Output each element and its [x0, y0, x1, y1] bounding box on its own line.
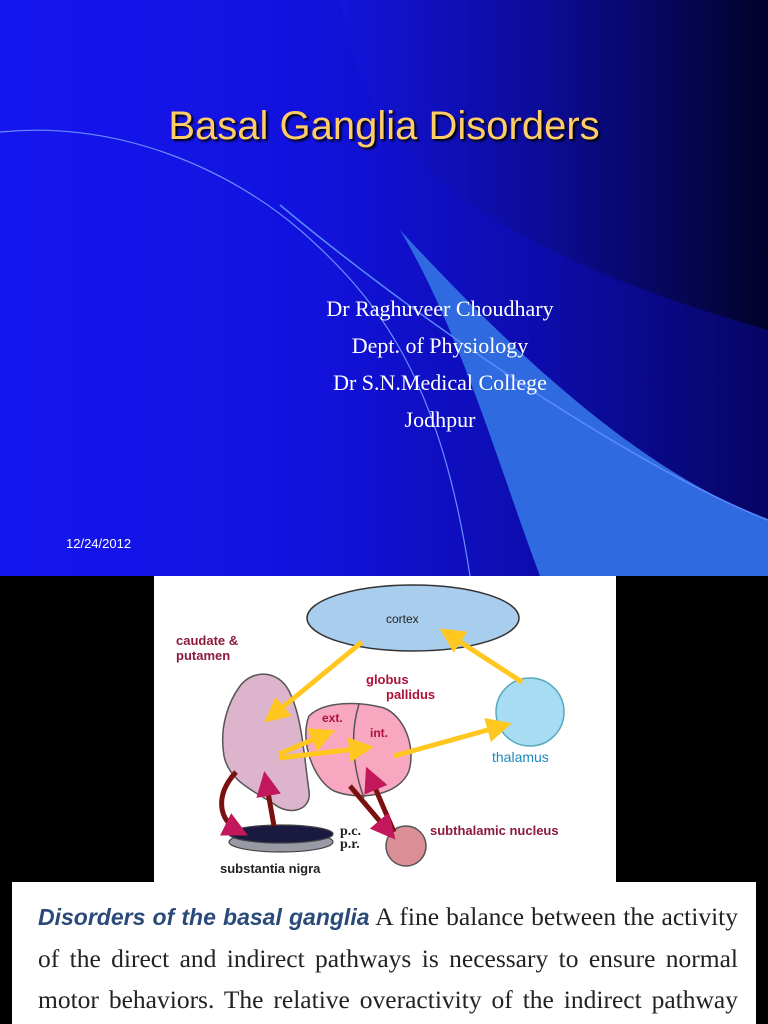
author-block: Dr Raghuveer Choudhary Dept. of Physiolo… [290, 290, 590, 438]
int-to-thalamus-arrow [393, 717, 512, 759]
globus-label-line2: pallidus [386, 687, 436, 702]
slide-date: 12/24/2012 [66, 536, 132, 551]
excerpt-paragraph: Disorders of the basal ganglia A fine ba… [38, 896, 738, 1024]
caudate-to-int-arrow [278, 737, 374, 763]
pc-label: p.c. [340, 824, 361, 839]
thalamus-shape [495, 677, 565, 747]
caudate-to-nigra-arrow [219, 770, 248, 836]
author-department: Dept. of Physiology [351, 333, 529, 358]
nigra-to-caudate-arrow [256, 771, 281, 827]
title-slide: Basal Ganglia Disorders Dr Raghuveer Cho… [0, 0, 768, 576]
cortex-to-caudate-arrow [264, 640, 364, 723]
text-excerpt: Disorders of the basal ganglia A fine ba… [12, 882, 756, 1024]
pr-label: p.r. [340, 837, 360, 852]
subthalamic-nucleus-shape [385, 825, 427, 867]
ext-label: ext. [322, 711, 343, 725]
int-label: int. [370, 726, 388, 740]
author-city: Jodhpur [404, 407, 476, 432]
globus-label-line1: globus [366, 672, 409, 687]
gp-to-stn-arrow [348, 784, 396, 840]
substantia-nigra-label: substantia nigra [220, 861, 321, 876]
caudate-to-ext-arrow [278, 728, 336, 757]
thalamus-label: thalamus [492, 749, 549, 765]
caudate-label-line1: caudate & [176, 633, 239, 648]
excerpt-heading: Disorders of the basal ganglia [38, 904, 370, 930]
diagram-drawing [219, 584, 565, 867]
author-college: Dr S.N.Medical College [333, 370, 547, 395]
thalamus-to-cortex-arrow [439, 628, 524, 685]
excerpt-body: A fine balance between the activity of t… [38, 902, 739, 1014]
subthalamic-label: subthalamic nucleus [430, 823, 559, 838]
author-name: Dr Raghuveer Choudhary [326, 296, 554, 321]
caudate-label-line2: putamen [176, 648, 231, 663]
slide-background-curves [0, 0, 768, 576]
slide-title: Basal Ganglia Disorders [168, 104, 600, 148]
basal-ganglia-diagram: cortex caudate & putamen globus pallidus… [154, 576, 616, 882]
substantia-nigra-pc [228, 824, 334, 844]
cortex-label: cortex [386, 612, 419, 626]
